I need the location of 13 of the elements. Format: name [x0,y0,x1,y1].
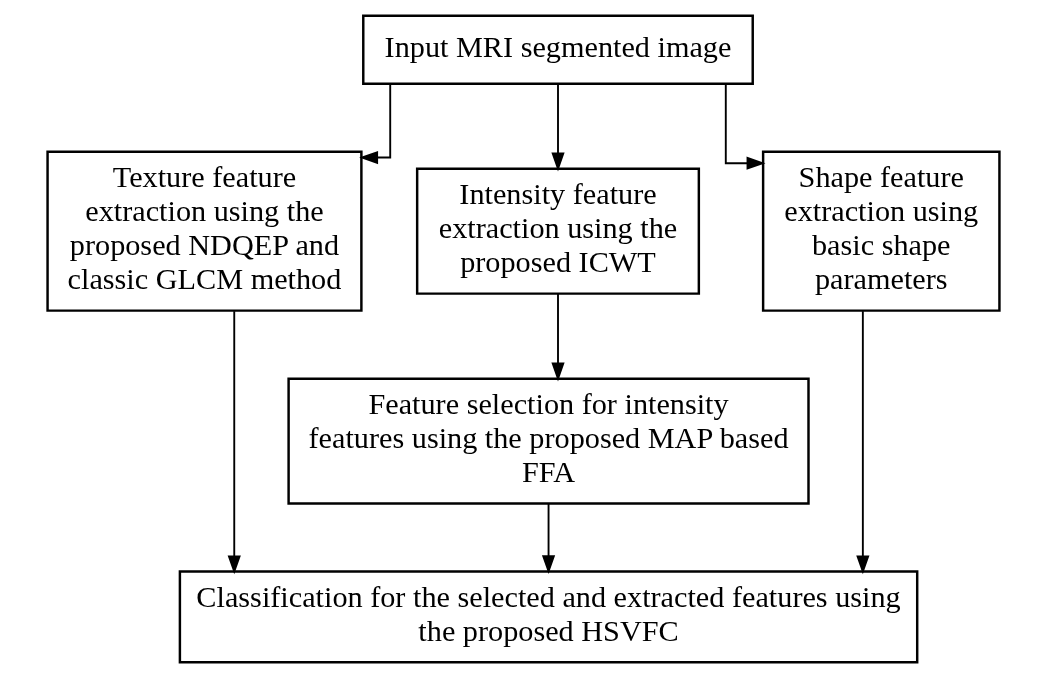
arrow [551,82,565,172]
node-box: Feature selection for intensity features using the proposed MAP based FFA [287,377,810,505]
node-box: Input MRI segmented image [362,14,754,85]
arrow [551,292,565,382]
arrow [541,502,556,575]
arrow [359,82,392,165]
node-box: Texture feature extraction using the proposed NDQEP and classic GLCM method [46,150,363,312]
node-box: Shape feature extraction using basic shape parameters [761,150,1001,312]
node-box: Classification for the selected and extracted features using the proposed HSVFC [178,570,919,664]
arrow [227,310,241,575]
arrow [724,82,766,170]
arrow [856,310,870,575]
node-box: Intensity feature extraction using the proposed ICWT [415,167,701,295]
